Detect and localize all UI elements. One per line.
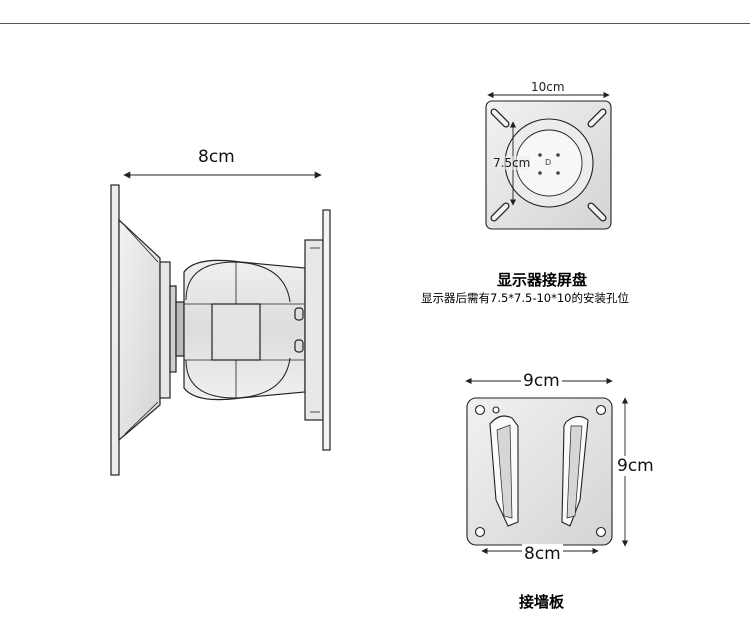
screen-plate-subtitle: 显示器后需有7.5*7.5-10*10的安装孔位 — [421, 291, 629, 305]
cone-collar — [159, 261, 171, 399]
wall-plate-hole-tl2 — [492, 406, 500, 414]
screen-plate-title: 显示器接屏盘 — [497, 271, 588, 289]
cone-collar-inner — [169, 285, 177, 373]
hinge-bolt-bottom — [294, 339, 304, 353]
hinge-cylinder — [211, 303, 261, 361]
wall-plate-outline — [466, 397, 613, 546]
screen-plate-center-letter: D — [545, 158, 552, 167]
hinge-bolt-top — [294, 307, 304, 321]
wall-plate-hole-br — [595, 526, 607, 538]
wall-plate-right-label: 9cm — [617, 456, 654, 476]
screen-mount-plate-drawing — [485, 91, 612, 230]
right-wall-plate — [304, 239, 324, 421]
pivot-block — [175, 301, 185, 357]
wall-plate-title: 接墙板 — [519, 593, 565, 611]
screen-plate-width-label: 10cm — [531, 80, 565, 94]
wall-mount-side-view — [110, 171, 331, 476]
left-screen-plate — [110, 184, 120, 476]
arm-lower-lobe — [185, 357, 291, 399]
cone-housing — [118, 218, 161, 442]
screen-plate-height-label: 7.5cm — [493, 156, 531, 170]
right-wall-plate-edge — [322, 209, 331, 451]
arm-upper-lobe — [185, 261, 291, 303]
wall-plate-top-label: 9cm — [521, 371, 562, 391]
wall-plate-hole-tr — [595, 404, 607, 416]
wall-plate-hole-tl — [474, 404, 486, 416]
wall-plate-bottom-label: 8cm — [522, 544, 563, 564]
wall-plate-drawing — [465, 377, 629, 555]
wall-plate-hole-bl — [474, 526, 486, 538]
arm-width-label: 8cm — [198, 147, 235, 167]
